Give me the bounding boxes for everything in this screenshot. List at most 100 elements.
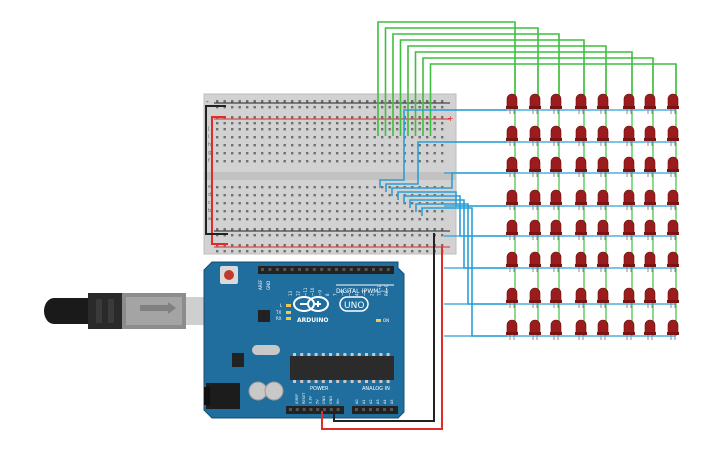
- breadboard-hole: [313, 244, 316, 247]
- digital-pin-label: 4: [355, 293, 360, 296]
- led[interactable]: [529, 156, 541, 177]
- led[interactable]: [644, 156, 656, 177]
- led[interactable]: [550, 319, 562, 340]
- breadboard-hole: [358, 218, 361, 221]
- breadboard-hole: [343, 160, 346, 163]
- led[interactable]: [529, 93, 541, 114]
- led[interactable]: [597, 219, 609, 240]
- header-pin: [383, 408, 386, 411]
- led[interactable]: [597, 251, 609, 272]
- led[interactable]: [575, 319, 587, 340]
- led[interactable]: [597, 287, 609, 308]
- led[interactable]: [644, 189, 656, 210]
- led[interactable]: [597, 156, 609, 177]
- led[interactable]: [550, 156, 562, 177]
- led[interactable]: [623, 156, 635, 177]
- breadboard-hole: [426, 152, 429, 155]
- led[interactable]: [644, 251, 656, 272]
- led[interactable]: [623, 251, 635, 272]
- led[interactable]: [550, 251, 562, 272]
- led[interactable]: [667, 319, 679, 340]
- breadboard-hole: [373, 152, 376, 155]
- led[interactable]: [575, 93, 587, 114]
- led[interactable]: [644, 287, 656, 308]
- breadboard-hole: [306, 136, 309, 139]
- led[interactable]: [529, 319, 541, 340]
- breadboard-hole: [343, 202, 346, 205]
- breadboard-hole: [358, 136, 361, 139]
- led[interactable]: [506, 189, 518, 210]
- led[interactable]: [529, 287, 541, 308]
- breadboard-hole: [358, 152, 361, 155]
- breadboard-hole: [223, 152, 226, 155]
- led[interactable]: [506, 287, 518, 308]
- breadboard-hole: [373, 250, 376, 253]
- led[interactable]: [529, 219, 541, 240]
- led[interactable]: [644, 125, 656, 146]
- led[interactable]: [506, 319, 518, 340]
- led[interactable]: [597, 319, 609, 340]
- led[interactable]: [667, 125, 679, 146]
- led[interactable]: [597, 189, 609, 210]
- breadboard-hole: [351, 228, 354, 231]
- header-pin: [268, 268, 272, 271]
- power-jack: [206, 383, 240, 409]
- led[interactable]: [667, 93, 679, 114]
- led[interactable]: [550, 219, 562, 240]
- led[interactable]: [623, 319, 635, 340]
- led[interactable]: [506, 156, 518, 177]
- led[interactable]: [644, 319, 656, 340]
- breadboard-hole: [388, 122, 391, 125]
- breadboard-hole: [366, 250, 369, 253]
- led[interactable]: [550, 189, 562, 210]
- led[interactable]: [644, 93, 656, 114]
- breadboard-hole: [253, 100, 256, 103]
- led[interactable]: [575, 125, 587, 146]
- mcu-pin: [336, 380, 340, 383]
- led[interactable]: [575, 251, 587, 272]
- breadboard-hole: [298, 194, 301, 197]
- led[interactable]: [623, 93, 635, 114]
- led[interactable]: [623, 219, 635, 240]
- led[interactable]: [667, 251, 679, 272]
- led[interactable]: [506, 125, 518, 146]
- breadboard-hole: [253, 186, 256, 189]
- led[interactable]: [550, 93, 562, 114]
- breadboard-hole: [223, 160, 226, 163]
- led[interactable]: [529, 125, 541, 146]
- led[interactable]: [667, 219, 679, 240]
- led[interactable]: [623, 189, 635, 210]
- capacitor-1: [248, 381, 268, 401]
- led[interactable]: [597, 125, 609, 146]
- breadboard-hole: [283, 186, 286, 189]
- led[interactable]: [550, 287, 562, 308]
- row-letter-c: c: [208, 200, 211, 206]
- led[interactable]: [575, 219, 587, 240]
- breadboard-hole: [336, 116, 339, 119]
- led[interactable]: [575, 287, 587, 308]
- led[interactable]: [506, 93, 518, 114]
- led[interactable]: [575, 189, 587, 210]
- led[interactable]: [667, 189, 679, 210]
- breadboard-hole: [223, 128, 226, 131]
- led[interactable]: [506, 251, 518, 272]
- header-pin: [336, 408, 340, 411]
- led[interactable]: [623, 125, 635, 146]
- led[interactable]: [667, 156, 679, 177]
- breadboard-hole: [216, 122, 219, 125]
- led[interactable]: [506, 219, 518, 240]
- led[interactable]: [575, 156, 587, 177]
- breadboard-hole: [246, 250, 249, 253]
- led[interactable]: [667, 287, 679, 308]
- led[interactable]: [550, 125, 562, 146]
- led[interactable]: [623, 287, 635, 308]
- led[interactable]: [644, 219, 656, 240]
- breadboard-hole: [411, 218, 414, 221]
- breadboard-hole: [328, 106, 331, 109]
- breadboard-hole: [231, 152, 234, 155]
- led[interactable]: [529, 251, 541, 272]
- led[interactable]: [529, 189, 541, 210]
- led[interactable]: [597, 93, 609, 114]
- breadboard-hole: [216, 152, 219, 155]
- breadboard-hole: [231, 100, 234, 103]
